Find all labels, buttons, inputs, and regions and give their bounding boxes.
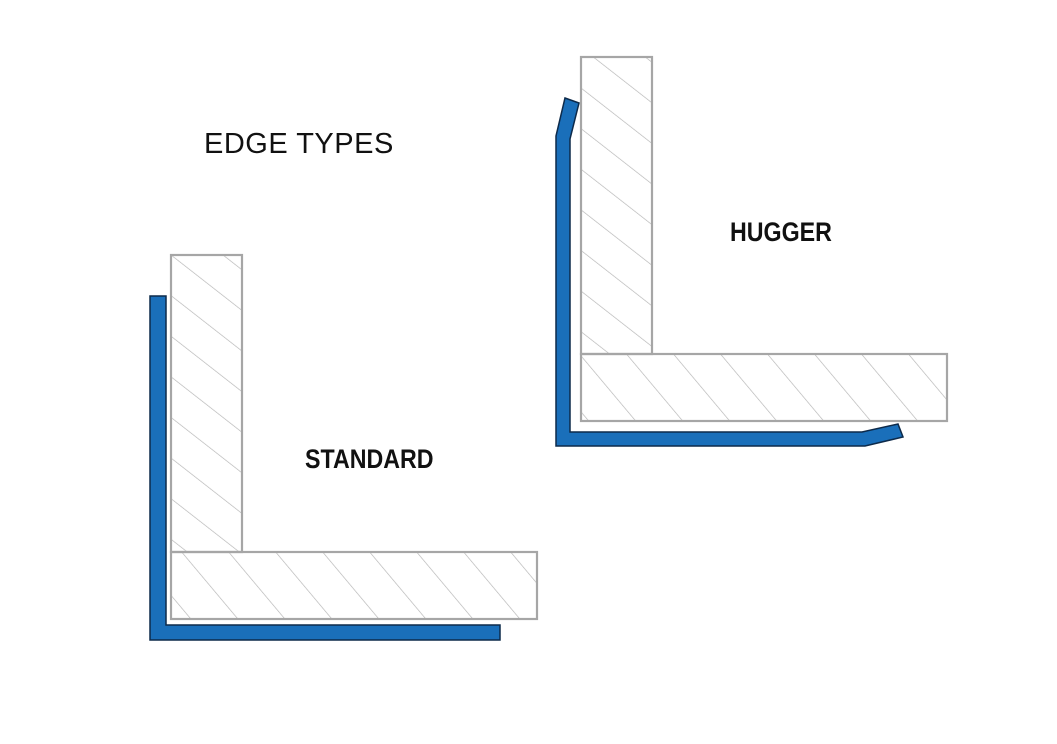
diagram-title: EDGE TYPES <box>204 128 394 160</box>
standard-horizontal-panel <box>169 550 539 621</box>
hugger-edge-assembly <box>555 55 949 447</box>
hugger-vertical-panel <box>579 55 654 356</box>
standard-trim-icon <box>149 295 501 641</box>
standard-edge-assembly <box>149 253 539 641</box>
hugger-trim-icon <box>555 97 905 447</box>
hugger-label: HUGGER <box>730 217 832 247</box>
standard-vertical-panel <box>169 253 244 554</box>
hugger-horizontal-panel <box>579 352 949 423</box>
standard-label: STANDARD <box>305 444 434 474</box>
